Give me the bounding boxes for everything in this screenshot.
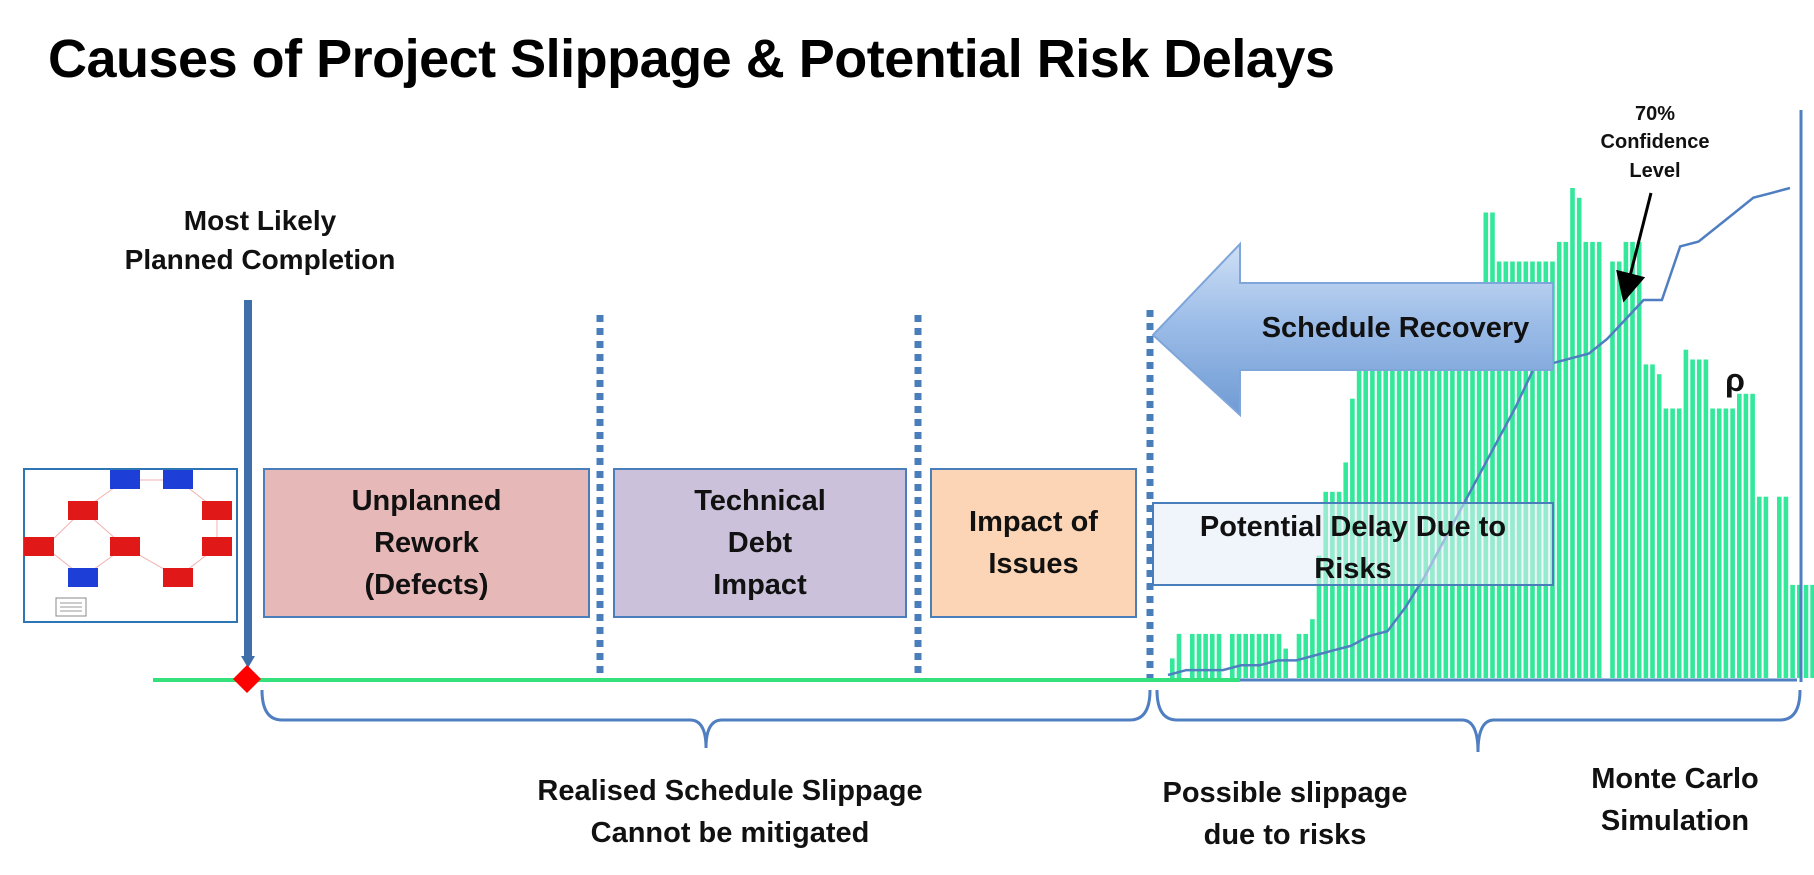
rho-symbol: ρ: [1725, 362, 1745, 398]
histogram-bar: [1757, 496, 1762, 678]
histogram-bar: [1276, 633, 1282, 678]
phase-separators: [596, 310, 1154, 678]
histogram-bar: [1496, 261, 1502, 678]
possible-slippage-label: Possible slippage due to risks: [1162, 777, 1408, 852]
histogram-bar: [1616, 261, 1622, 678]
histogram-bar: [1683, 349, 1689, 678]
histogram-bar: [1243, 633, 1248, 678]
histogram-bar: [1703, 359, 1709, 678]
histogram-bar: [1630, 241, 1635, 678]
histogram-bar: [1596, 241, 1602, 678]
histogram-bar: [1503, 261, 1509, 678]
histogram-bar: [1536, 261, 1542, 678]
histogram-bar: [1283, 648, 1288, 678]
histogram-bar: [1476, 310, 1482, 678]
histogram-bar: [1170, 658, 1175, 678]
milestone-label: Most Likely Planned Completion: [124, 205, 396, 275]
histogram-bar: [1296, 633, 1302, 678]
histogram-bar: [1723, 408, 1729, 678]
technical-debt-box: Technical Debt Impact: [613, 468, 907, 618]
histogram-bar: [1530, 261, 1535, 678]
technical-debt-label: Technical Debt Impact: [694, 484, 826, 602]
histogram-bar: [1790, 584, 1795, 678]
histogram-bar: [1797, 584, 1802, 678]
histogram-bar: [1710, 408, 1715, 678]
histogram-bar: [1303, 633, 1308, 678]
histogram-bar: [1656, 374, 1662, 678]
issues-box: Impact of Issues: [930, 468, 1137, 618]
histogram-bar: [1310, 619, 1315, 678]
histogram-bar: [1483, 212, 1489, 678]
slide-title: Causes of Project Slippage & Potential R…: [48, 29, 1335, 89]
histogram-bar: [1190, 633, 1195, 678]
schedule-recovery-label: Schedule Recovery: [1261, 312, 1530, 344]
histogram-bar: [1737, 393, 1742, 678]
histogram-bar: [1563, 241, 1569, 678]
histogram-bar: [1236, 633, 1242, 678]
unplanned-rework-label: Unplanned Rework (Defects): [351, 484, 502, 602]
histogram-bar: [1663, 408, 1669, 678]
histogram-bar: [1636, 241, 1642, 678]
histogram-bar: [1803, 584, 1809, 678]
histogram-bar: [1196, 633, 1202, 678]
histogram-bar: [1777, 496, 1782, 678]
histogram-bar: [1650, 364, 1655, 678]
histogram-bar: [1570, 188, 1575, 678]
histogram-bar: [1783, 496, 1789, 678]
histogram-bar: [1556, 241, 1562, 678]
brace-possible-slippage: [1155, 689, 1802, 753]
histogram-bar: [1716, 408, 1722, 678]
issues-label: Impact of Issues: [969, 505, 1098, 580]
histogram-bar: [1730, 408, 1735, 678]
histogram-bar: [1676, 408, 1682, 678]
histogram-bar: [1696, 359, 1702, 678]
histogram-bar: [1690, 359, 1695, 678]
histogram-bar: [1270, 633, 1275, 678]
monte-carlo-label: Monte Carlo Simulation: [1591, 763, 1759, 838]
histogram-bar: [1210, 633, 1215, 678]
histogram-bar: [1590, 241, 1595, 678]
histogram-bar: [1203, 633, 1208, 678]
histogram-bar: [1230, 633, 1235, 678]
histogram-bar: [1263, 633, 1268, 678]
confidence-level-label: 70% Confidence Level: [1600, 103, 1710, 182]
histogram-bar: [1576, 197, 1582, 679]
histogram-bar: [1316, 555, 1322, 678]
network-diagram-thumbnail: [23, 468, 238, 623]
histogram-bar: [1523, 261, 1529, 678]
histogram-bar: [1550, 261, 1555, 678]
histogram-bar: [1176, 633, 1182, 678]
risk-delay-box: Potential Delay Due to Risks: [1152, 502, 1554, 586]
histogram-bar: [1216, 633, 1222, 678]
histogram-bar: [1810, 584, 1814, 678]
milestone-pointer-head: [241, 656, 255, 668]
histogram-bar: [1470, 310, 1475, 678]
histogram-bar: [1510, 261, 1515, 678]
histogram-bar: [1543, 261, 1549, 678]
schedule-recovery-arrow: [1151, 241, 1554, 418]
histogram-bar: [1256, 633, 1262, 678]
histogram-bar: [1623, 241, 1629, 678]
histogram-bar: [1670, 408, 1675, 678]
confidence-pointer-arrow: [1616, 192, 1653, 303]
histogram-bar: [1516, 261, 1522, 678]
histogram-bar: [1743, 393, 1749, 678]
cumulative-probability-curve: [1167, 186, 1791, 677]
histogram-bar: [1763, 496, 1769, 678]
histogram-bar: [1583, 241, 1589, 678]
milestone-diamond: [233, 665, 261, 693]
histogram-bar: [1490, 212, 1495, 678]
histogram-bar: [1750, 393, 1755, 678]
histogram-bar: [1643, 364, 1649, 678]
histogram-bar: [1610, 261, 1615, 678]
monte-carlo-histogram: [1170, 188, 1814, 679]
realised-slippage-label: Realised Schedule Slippage Cannot be mit…: [537, 775, 923, 850]
histogram-bar: [1250, 633, 1255, 678]
brace-realised-slippage: [260, 689, 1152, 749]
unplanned-rework-box: Unplanned Rework (Defects): [263, 468, 590, 618]
risk-delay-label: Potential Delay Due to Risks: [1199, 511, 1507, 586]
